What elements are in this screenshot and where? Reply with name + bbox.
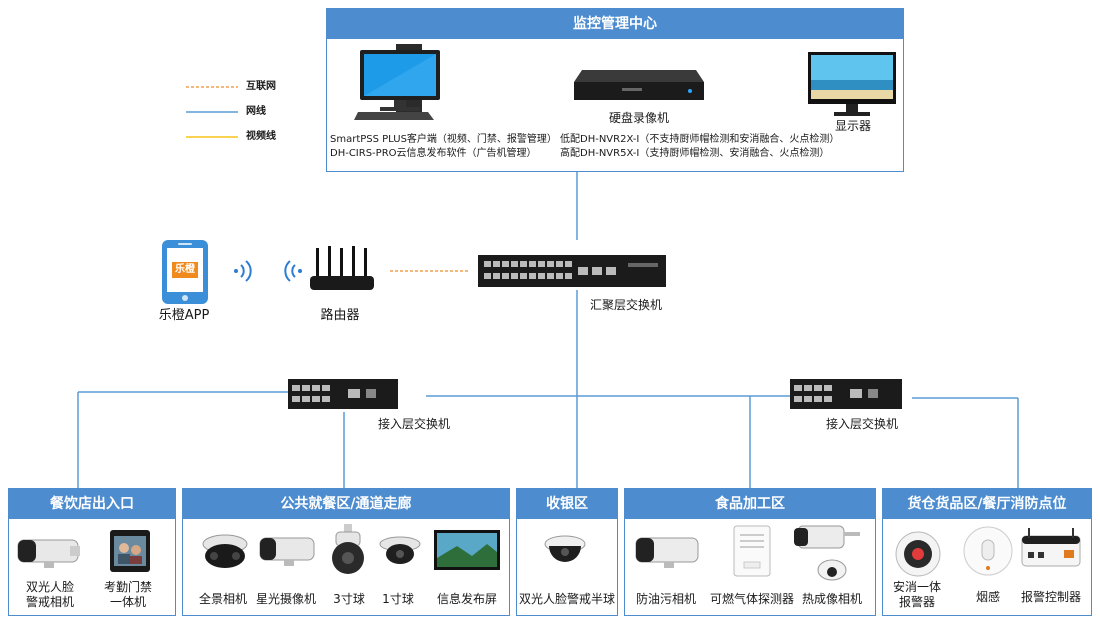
access-switch-left-icon	[288, 379, 398, 409]
bullet-camera-icon	[17, 539, 80, 568]
ptz-dome-1inch-icon	[379, 536, 421, 564]
pc-label-2: DH-CIRS-PRO云信息发布软件（广告机管理）	[330, 148, 537, 159]
display-screen-icon	[434, 530, 500, 570]
nvr-icon	[574, 70, 704, 100]
router-icon	[310, 246, 374, 290]
device-label: 考勤门禁一体机	[103, 580, 153, 609]
device-label: 3寸球	[333, 592, 365, 606]
core-switch-label: 汇聚层交换机	[589, 298, 663, 312]
device-label: 双光人脸警戒半球	[518, 592, 616, 606]
monitor-icon	[808, 52, 896, 116]
device-label: 可燃气体探测器	[709, 592, 795, 606]
device-label: 1寸球	[382, 592, 414, 606]
device-label: 报警控制器	[1020, 590, 1082, 604]
panoramic-camera-icon	[202, 534, 248, 568]
device-label: 安消一体报警器	[892, 580, 942, 609]
legend-network-label: 网线	[246, 106, 266, 117]
device-label: 热成像相机	[801, 592, 863, 606]
access-switch-right-label: 接入层交换机	[825, 417, 899, 431]
access-switch-right-icon	[790, 379, 902, 409]
nvr-spec-1: 低配DH-NVR2X-I（不支持厨师帽检测和安消融合、火点检测）	[560, 134, 840, 145]
device-label: 星光摄像机	[255, 592, 317, 606]
zone-title: 货仓货品区/餐厅消防点位	[883, 489, 1091, 519]
fire-alarm-icon	[895, 531, 941, 577]
ptz-dome-3inch-icon	[332, 524, 364, 574]
device-label: 双光人脸警戒相机	[25, 580, 75, 609]
alarm-controller-icon	[1021, 528, 1081, 567]
smoke-detector-icon	[963, 526, 1013, 576]
gas-detector-icon	[733, 525, 771, 577]
app-label: 乐橙APP	[158, 308, 210, 323]
device-label: 全景相机	[198, 592, 248, 606]
dome-camera-icon	[544, 535, 586, 562]
zone-title: 餐饮店出入口	[9, 489, 175, 519]
zone-title: 收银区	[517, 489, 617, 519]
access-switch-left-label: 接入层交换机	[377, 417, 451, 431]
pc-label-1: SmartPSS PLUS客户端（视频、门禁、报警管理）	[330, 134, 557, 145]
monitoring-center-title: 监控管理中心	[327, 9, 903, 39]
legend-internet-label: 互联网	[246, 81, 276, 92]
device-label: 防油污相机	[635, 592, 697, 606]
zone-title: 公共就餐区/通道走廊	[183, 489, 509, 519]
core-switch-icon	[478, 255, 666, 287]
legend-video-label: 视频线	[246, 131, 276, 142]
zone-title: 食品加工区	[625, 489, 875, 519]
nvr-label: 硬盘录像机	[608, 111, 670, 125]
app-logo: 乐橙	[172, 262, 198, 278]
starlight-camera-icon	[259, 537, 315, 566]
wifi-signal-icon	[234, 260, 252, 282]
computer-icon	[354, 44, 440, 120]
face-terminal-icon	[110, 530, 150, 572]
router-label: 路由器	[320, 308, 360, 323]
nvr-spec-2: 高配DH-NVR5X-I（支持厨师帽检测、安消融合、火点检测）	[560, 148, 830, 159]
thermal-camera-icon	[794, 525, 860, 581]
device-label: 信息发布屏	[436, 592, 498, 606]
device-label: 烟感	[975, 590, 1001, 604]
wifi-signal-icon-2	[284, 260, 302, 282]
monitor-label: 显示器	[834, 119, 872, 133]
anti-oil-camera-icon	[635, 537, 699, 568]
